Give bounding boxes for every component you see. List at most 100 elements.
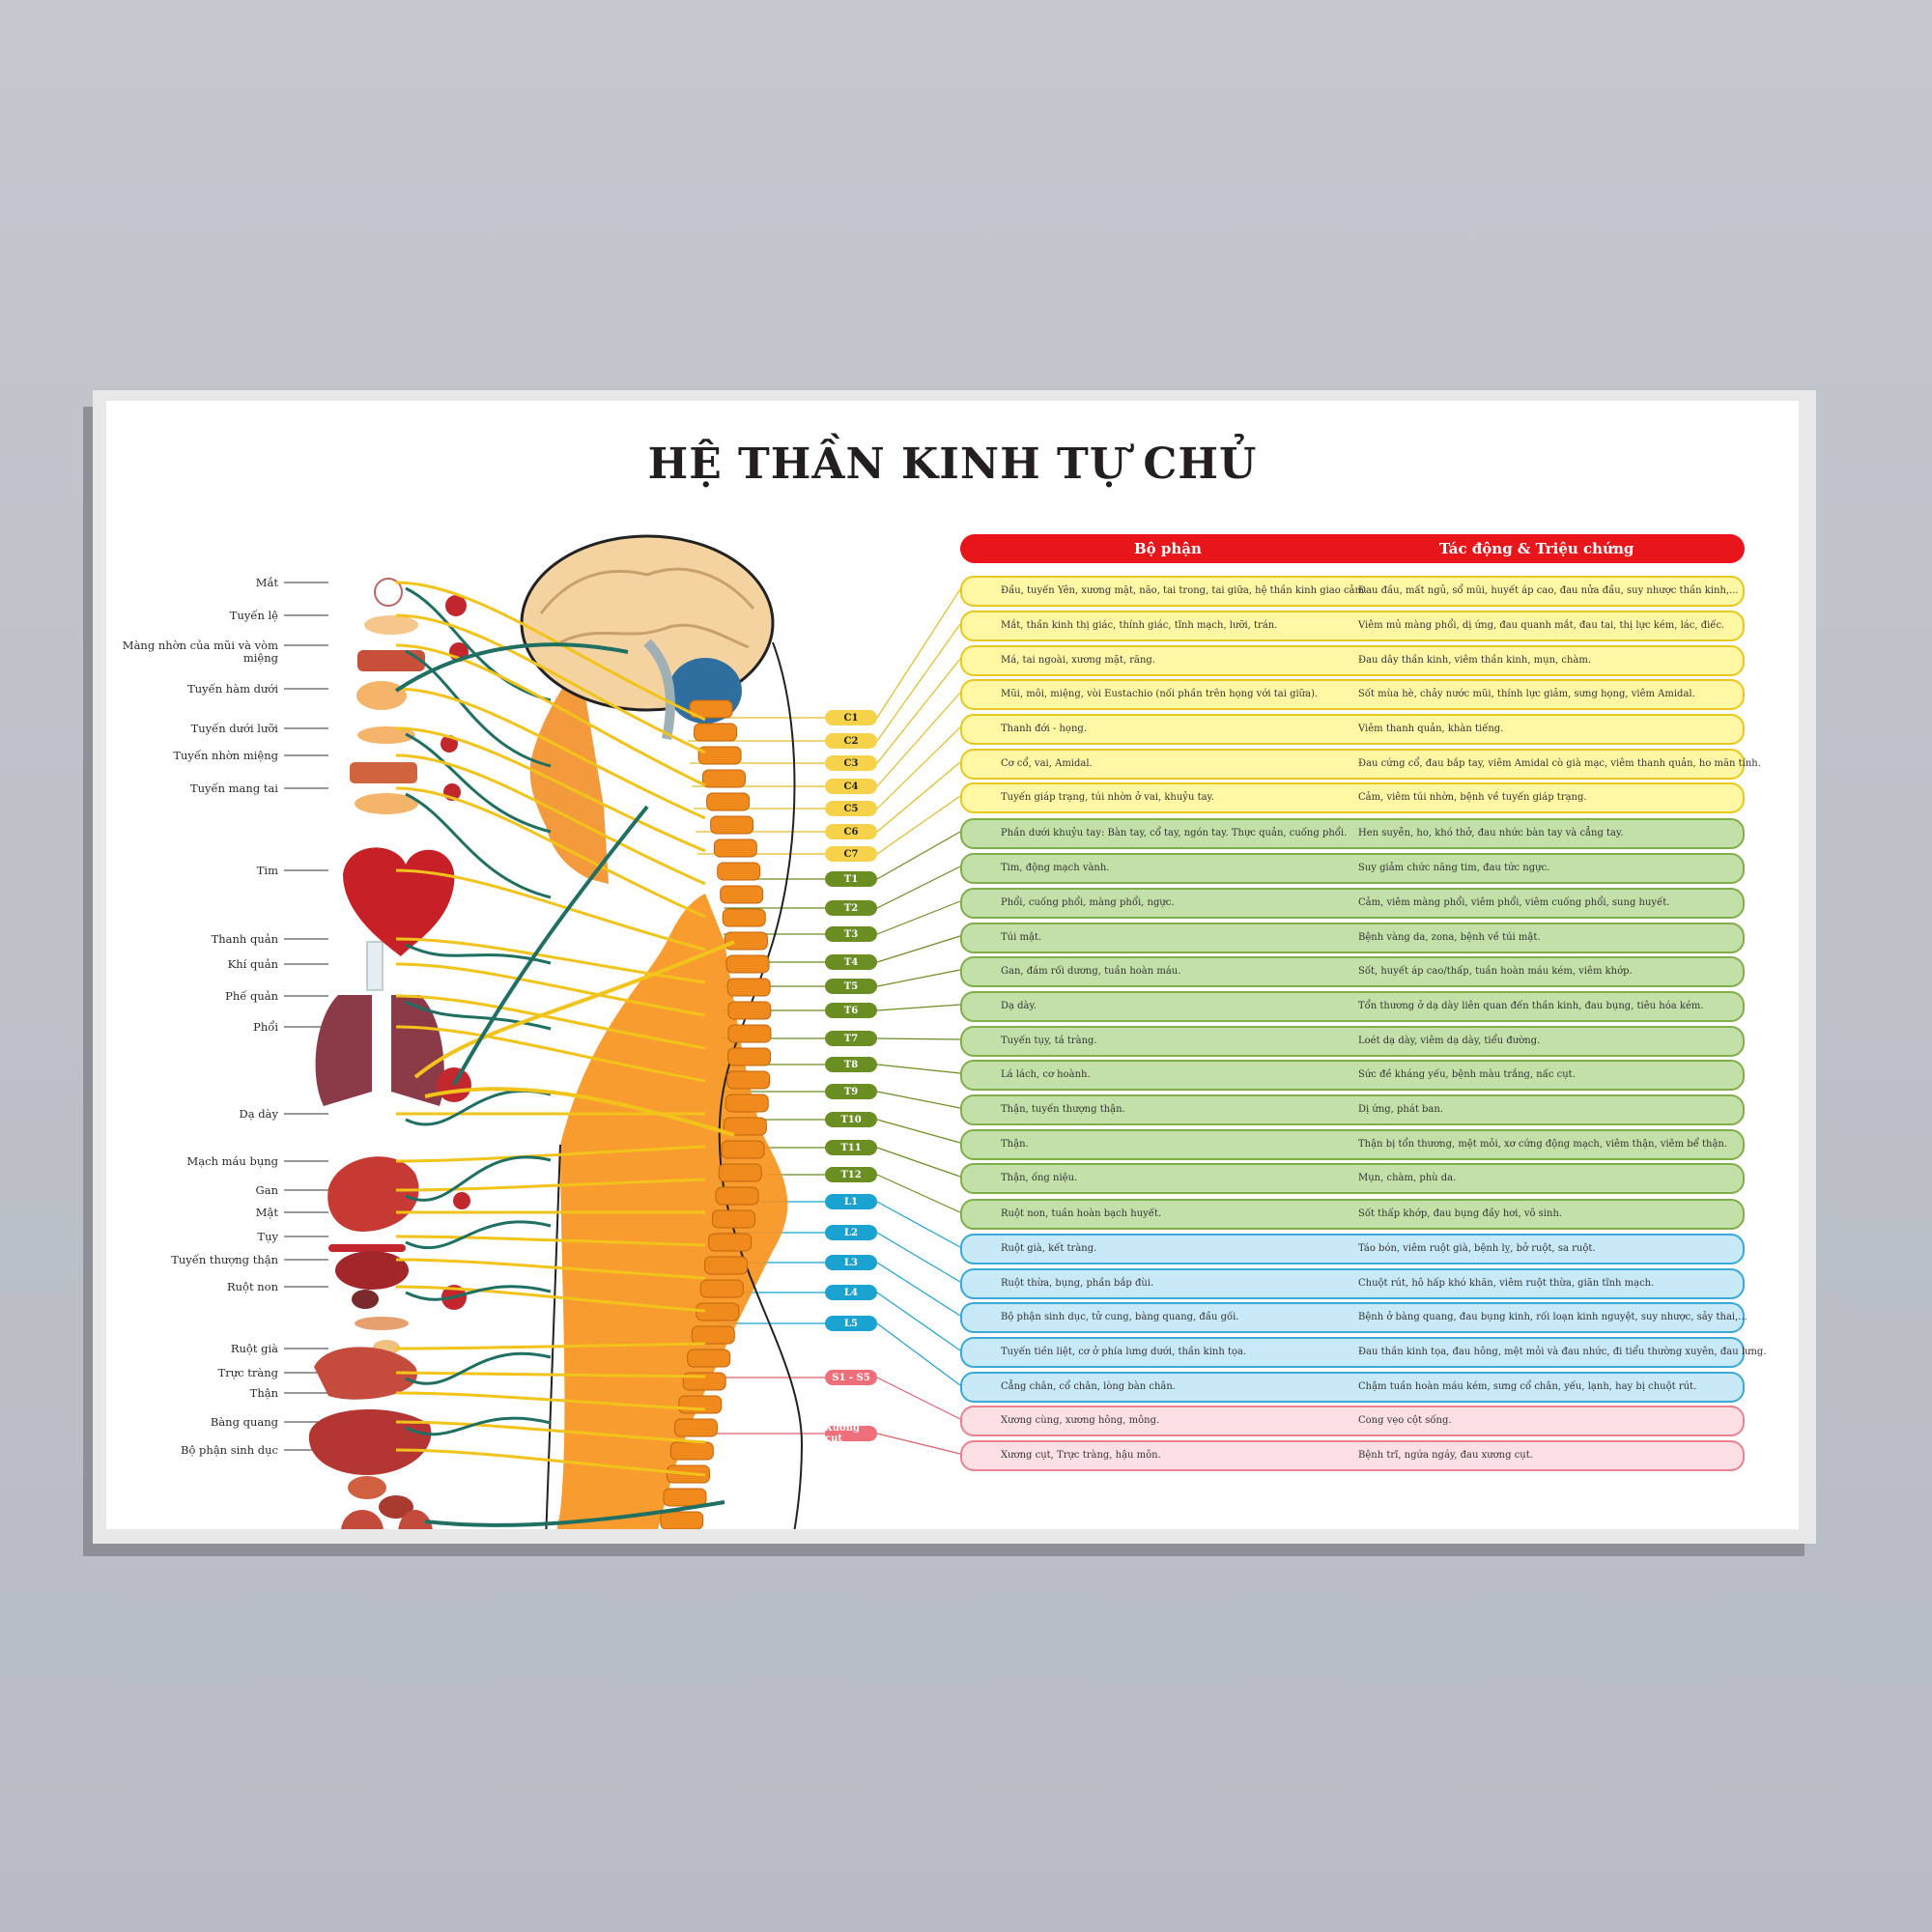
organ-label: Phổi [253, 1020, 278, 1034]
row-part: Thận. [1001, 1139, 1029, 1150]
vertebra-bone [687, 1349, 731, 1368]
row-effect: Táo bón, viêm ruột già, bệnh lỵ, bở ruột… [1358, 1243, 1596, 1254]
table-row: Ruột thừa, bụng, phần bắp đùi.Chuột rút,… [960, 1268, 1745, 1299]
vertebra-bone [720, 885, 764, 904]
organ-label: Gan [255, 1183, 278, 1197]
organ-label: Tuyến thượng thận [171, 1253, 278, 1266]
genital-organ [398, 1510, 433, 1529]
stomach-organ [327, 1156, 419, 1232]
table-row: Lá lách, cơ hoành.Sức đề kháng yếu, bệnh… [960, 1060, 1745, 1091]
vertebra-bone [727, 1047, 772, 1066]
vertebra-bone [669, 1441, 714, 1461]
vertebra-badge: T9 [825, 1084, 877, 1099]
vertebra-bone [663, 1488, 707, 1507]
nerve-fiber [424, 1500, 725, 1527]
row-effect: Đau thần kinh tọa, đau hông, mệt mỏi và … [1358, 1347, 1767, 1357]
row-effect: Sốt thấp khớp, đau bụng đầy hơi, vô sinh… [1358, 1208, 1563, 1219]
vertebra-badge: L1 [825, 1194, 877, 1209]
row-leader-line [876, 1064, 961, 1074]
vertebra-bone [724, 931, 768, 951]
organ-label: Ruột non [226, 1280, 278, 1293]
vertebra-badge: C7 [825, 846, 877, 862]
organ-label: Tuyến lệ [229, 609, 278, 622]
row-part: Thận, tuyến thượng thận. [1001, 1104, 1125, 1115]
vertebra-bone [708, 1233, 753, 1252]
organ-label: Mắt [255, 576, 278, 589]
organ-label: Mật [255, 1206, 278, 1219]
nerve-fiber [405, 943, 552, 965]
row-leader-line [876, 1091, 961, 1109]
row-effect: Đau cứng cổ, đau bắp tay, viêm Amidal cò… [1358, 758, 1761, 769]
nerve-fiber [395, 1258, 706, 1280]
nerve-fiber [395, 868, 706, 952]
table-row: Cẳng chân, cổ chân, lòng bàn chân. Chậm t… [960, 1372, 1745, 1403]
row-effect: Đau dây thần kinh, viêm thần kinh, mụn, … [1358, 655, 1592, 666]
organ-label: Dạ dày [239, 1107, 278, 1121]
nerve-fiber [395, 643, 706, 787]
table-row: Mắt, thần kinh thị giác, thính giác, tĩn… [960, 611, 1745, 641]
row-effect: Sốt, huyết áp cao/thấp, tuần hoàn máu ké… [1358, 966, 1633, 977]
vertebra-badge: Xương cụt [825, 1423, 877, 1444]
nerve-fiber [395, 1178, 706, 1192]
nerve-fiber [405, 792, 552, 899]
row-effect: Cong vẹo cột sống. [1358, 1415, 1452, 1426]
row-effect: Viêm thanh quản, khàn tiếng. [1358, 724, 1504, 734]
vertebra-badge: T11 [825, 1140, 877, 1155]
table-row: Thận, tuyến thượng thận.Dị ứng, phát ban… [960, 1094, 1745, 1125]
organ-illustrations [308, 578, 455, 1529]
table-row: Mũi, môi, miệng, vòi Eustachio (nối phần… [960, 679, 1745, 710]
row-effect: Sức đề kháng yếu, bệnh màu trắng, nấc cụ… [1358, 1069, 1576, 1080]
row-leader-line [876, 588, 961, 719]
table-row: Đầu, tuyến Yên, xương mặt, não, tai tron… [960, 576, 1745, 607]
nerve-fiber [424, 1087, 735, 1137]
vertebra-bone [724, 1094, 769, 1113]
row-part: Đầu, tuyến Yên, xương mặt, não, tai tron… [1001, 585, 1368, 596]
vertebra-bone [678, 1395, 723, 1414]
row-part: Ruột thừa, bụng, phần bắp đùi. [1001, 1278, 1154, 1289]
poster: HỆ THẦN KINH TỰ CHỦ [106, 401, 1799, 1529]
row-part: Thanh đới - họng. [1001, 724, 1087, 734]
vertebra-badge: S1 - S5 [825, 1370, 877, 1385]
vertebra-badge: T4 [825, 954, 877, 970]
nerve-fiber [395, 1235, 706, 1247]
row-part: Tuyến tiền liệt, cơ ở phía lưng dưới, th… [1001, 1347, 1247, 1357]
row-effect: Suy giảm chức năng tim, đau tức ngực. [1358, 863, 1550, 873]
row-part: Xương cụt, Trực tràng, hậu môn. [1001, 1450, 1161, 1461]
table-row: Má, tai ngoài, xương mặt, răng.Đau dây t… [960, 645, 1745, 676]
row-part: Cẳng chân, cổ chân, lòng bàn chân. [1001, 1381, 1176, 1392]
vertebra-bone [660, 1511, 704, 1529]
table-row: Xương cùng, xương hông, mông. Cong vẹo cộ… [960, 1406, 1745, 1436]
spinal-column [660, 699, 772, 1529]
vertebra-bone [701, 769, 746, 788]
vertebra-bone [721, 1140, 765, 1159]
vertebra-bone [694, 723, 738, 742]
vertebra-bone [727, 1024, 772, 1043]
vertebra-badge: T12 [825, 1167, 877, 1182]
row-leader-line [876, 1262, 961, 1317]
nerve-fiber [395, 1371, 706, 1378]
vertebra-bone [717, 862, 761, 881]
row-effect: Chậm tuần hoàn máu kém, sưng cổ chân, yế… [1358, 1381, 1697, 1392]
table-row: Cơ cổ, vai, Amidal.Đau cứng cổ, đau bắp … [960, 749, 1761, 780]
back-curve [718, 641, 804, 1529]
vertebra-bone [691, 1325, 735, 1345]
organ-label: Thanh quản [211, 932, 278, 946]
vertebra-badge: C5 [825, 801, 877, 816]
row-leader-line [876, 831, 961, 880]
nervous-system-illustration [284, 534, 961, 1529]
row-leader-line [876, 1292, 961, 1351]
nerve-fiber [405, 649, 552, 768]
vertebra-bone [723, 1117, 767, 1136]
row-part: Xương cùng, xương hông, mông. [1001, 1415, 1160, 1426]
vertebra-badge: L2 [825, 1225, 877, 1240]
organ-label: Tụy [257, 1230, 278, 1243]
nerve-fiber [405, 1220, 552, 1250]
row-effect: Đau đầu, mất ngủ, sổ mũi, huyết áp cao, … [1358, 585, 1739, 596]
vertebra-bone [718, 1163, 762, 1182]
header-effect: Tác động & Triệu chứng [1439, 540, 1634, 557]
vertebra-bone [715, 1186, 759, 1206]
vertebra-badge: C3 [825, 755, 877, 771]
row-part: Tuyến giáp trạng, túi nhờn ở vai, khuỷu … [1001, 792, 1215, 803]
row-leader-line [876, 1037, 961, 1040]
table-row: Thận, ống niệu.Mụn, chàm, phù da. [960, 1163, 1745, 1194]
